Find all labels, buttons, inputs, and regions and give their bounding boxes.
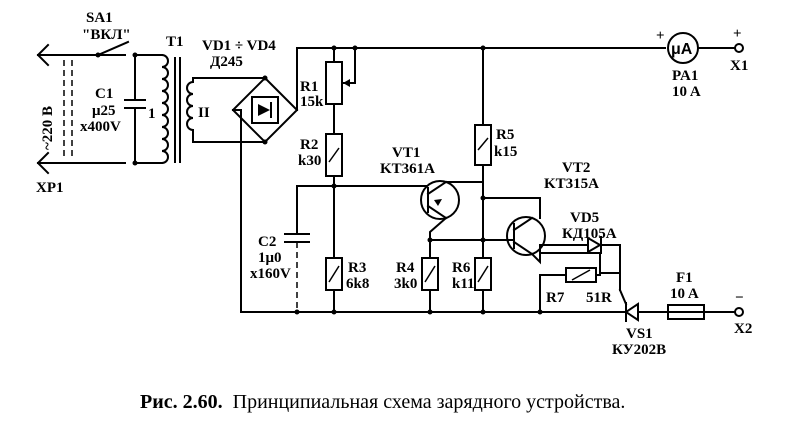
resistor-r5 bbox=[474, 45, 492, 259]
c1-value-label: μ25 bbox=[92, 103, 116, 119]
r7-value-label: 51R bbox=[586, 290, 612, 306]
r3-name-label: R3 bbox=[348, 260, 366, 276]
vd5-type-label: КД105А bbox=[562, 226, 617, 242]
x1-plus-sign: + bbox=[733, 26, 742, 42]
r3-value-label: 6k8 bbox=[346, 276, 369, 292]
meter-plus-sign: + bbox=[656, 28, 665, 44]
sa1-text-label: "ВКЛ" bbox=[82, 27, 131, 43]
vt2-name-label: VT2 bbox=[562, 160, 590, 176]
r4-name-label: R4 bbox=[396, 260, 415, 276]
vt1-type-label: KT361A bbox=[380, 161, 435, 177]
terminal-x2 bbox=[734, 307, 744, 317]
caption-text: Принципиальная схема зарядного устройств… bbox=[233, 391, 626, 413]
r7-name-label: R7 bbox=[546, 290, 565, 306]
potentiometer-r1 bbox=[325, 45, 358, 135]
ammeter-symbol: μA bbox=[671, 41, 693, 58]
vd14-type-label: Д245 bbox=[210, 54, 243, 70]
f1-name-label: F1 bbox=[676, 270, 693, 286]
mains-plug-xp1 bbox=[36, 43, 126, 175]
vs1-type-label: КУ202В bbox=[612, 342, 666, 358]
c1-voltage-label: x400V bbox=[80, 119, 121, 135]
resistor-r7 bbox=[537, 267, 601, 315]
vs1-name-label: VS1 bbox=[626, 326, 653, 342]
transistor-vt1 bbox=[333, 180, 484, 241]
x1-label: X1 bbox=[730, 58, 748, 74]
figure-caption: Рис. 2.60. Принципиальная схема зарядног… bbox=[140, 391, 625, 413]
resistor-r2 bbox=[325, 133, 343, 259]
terminal-x1 bbox=[734, 43, 744, 53]
winding2-label: II bbox=[198, 105, 210, 121]
switch-sa1 bbox=[95, 40, 130, 58]
c2-value-label: 1μ0 bbox=[258, 250, 282, 266]
mains-voltage-label: ~220 В bbox=[40, 106, 56, 150]
c2-voltage-label: x160V bbox=[250, 266, 291, 282]
fuse-f1 bbox=[667, 304, 736, 320]
pa1-value-label: 10 A bbox=[672, 84, 701, 100]
r6-value-label: k11 bbox=[452, 276, 475, 292]
c2-name-label: C2 bbox=[258, 234, 276, 250]
r1-name-label: R1 bbox=[300, 79, 318, 95]
r2-name-label: R2 bbox=[300, 137, 318, 153]
ammeter-pa1 bbox=[667, 32, 736, 64]
x2-minus-sign: − bbox=[735, 290, 744, 306]
c1-name-label: C1 bbox=[95, 86, 113, 102]
vt1-name-label: VT1 bbox=[392, 145, 420, 161]
vt2-type-label: KT315A bbox=[544, 176, 599, 192]
pa1-name-label: PA1 bbox=[672, 68, 698, 84]
vd5-name-label: VD5 bbox=[570, 210, 599, 226]
vd14-name-label: VD1 ÷ VD4 bbox=[202, 38, 276, 54]
diode-bridge-vd1-vd4 bbox=[231, 75, 299, 145]
transformer-t1 bbox=[134, 53, 195, 165]
resistor-r3 bbox=[325, 257, 343, 315]
transistor-vt2 bbox=[427, 197, 621, 291]
winding1-label: 1 bbox=[148, 106, 156, 122]
capacitor-c1 bbox=[124, 52, 146, 166]
resistor-r4 bbox=[421, 239, 439, 315]
f1-value-label: 10 A bbox=[670, 286, 699, 302]
r2-value-label: k30 bbox=[298, 153, 321, 169]
capacitor-c2 bbox=[284, 185, 335, 315]
xp1-label: XP1 bbox=[36, 180, 64, 196]
caption-number: Рис. 2.60. bbox=[140, 391, 223, 413]
thyristor-vs1 bbox=[613, 288, 669, 322]
r6-name-label: R6 bbox=[452, 260, 471, 276]
diode-vd5 bbox=[539, 236, 621, 274]
r5-name-label: R5 bbox=[496, 127, 514, 143]
resistor-r6 bbox=[474, 257, 492, 315]
r5-value-label: k15 bbox=[494, 144, 517, 160]
x2-label: X2 bbox=[734, 321, 752, 337]
t1-label: T1 bbox=[166, 34, 184, 50]
sa1-label: SA1 bbox=[86, 10, 113, 26]
r1-value-label: 15k bbox=[300, 94, 324, 110]
r4-value-label: 3k0 bbox=[394, 276, 417, 292]
